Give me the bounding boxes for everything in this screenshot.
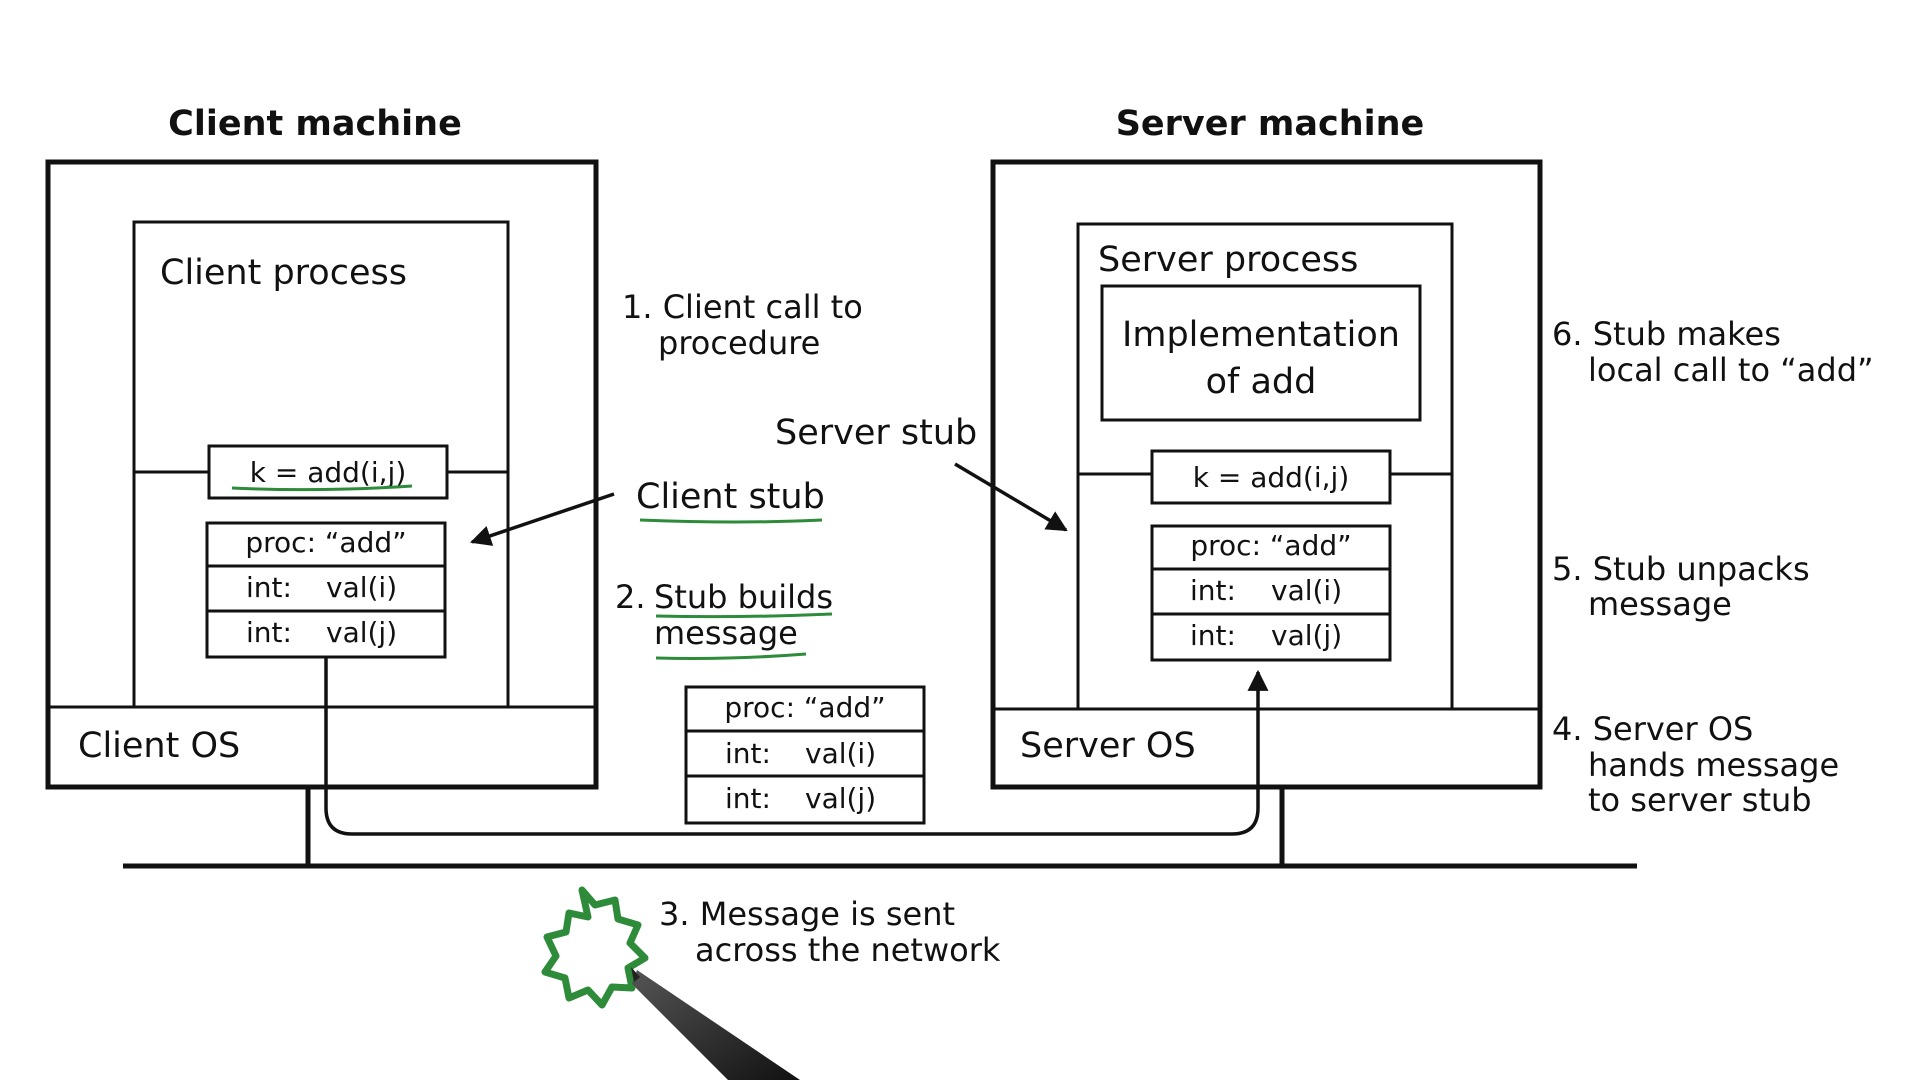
client-message-int-label-1: int:: [246, 571, 292, 604]
network-message-table: [684, 685, 926, 825]
step-5-line-1: 5. Stub unpacks: [1552, 550, 1810, 588]
step-4-line-1: 4. Server OS: [1552, 710, 1753, 748]
step-5-line-2: message: [1588, 585, 1732, 623]
server-os-label: Server OS: [1020, 726, 1196, 766]
server-message-int-label-1: int:: [1190, 574, 1236, 607]
server-machine-box: [990, 159, 1543, 790]
client-stub-label: Client stub: [636, 477, 825, 517]
implementation-line-1: Implementation: [1122, 315, 1400, 355]
network-message-val-i: val(i): [805, 737, 876, 770]
client-message-val-j: val(j): [326, 616, 397, 649]
message-path-arrow: [324, 657, 1269, 836]
step-4-line-3: to server stub: [1588, 781, 1812, 819]
server-message-table: [1150, 524, 1392, 662]
pen-icon: [632, 970, 800, 1080]
client-call-box: [207, 444, 449, 500]
step-6-line-2: local call to “add”: [1588, 351, 1874, 389]
client-machine-box: [45, 159, 599, 790]
server-message-val-i: val(i): [1271, 574, 1342, 607]
server-message-proc: proc: “add”: [1190, 529, 1351, 562]
network-message-int-label-2: int:: [725, 782, 771, 815]
client-call-text: k = add(i,j): [250, 456, 407, 489]
step-3-line-2: across the network: [695, 931, 1001, 969]
step-2-line-2: message: [654, 614, 798, 652]
step-1-line-2: procedure: [658, 324, 820, 362]
server-message-val-j: val(j): [1271, 619, 1342, 652]
server-message-int-label-2: int:: [1190, 619, 1236, 652]
client-process-label: Client process: [160, 253, 407, 293]
client-stub-highlight: [639, 518, 823, 524]
implementation-line-2: of add: [1206, 362, 1317, 402]
client-message-int-label-2: int:: [246, 616, 292, 649]
client-message-val-i: val(i): [326, 571, 397, 604]
server-stub-label: Server stub: [775, 413, 977, 453]
network-message-int-label-1: int:: [725, 737, 771, 770]
server-call-text: k = add(i,j): [1193, 461, 1350, 494]
step-2-number: 2.: [615, 578, 646, 616]
client-call-highlight: [231, 484, 413, 492]
step-2-highlight-2: [655, 652, 807, 660]
client-os-label: Client OS: [78, 726, 240, 766]
implementation-box: [1100, 284, 1422, 422]
server-stub-arrow: [954, 462, 1068, 532]
server-process-label: Server process: [1098, 240, 1358, 280]
client-stub-arrow: [470, 492, 615, 546]
server-machine-title: Server machine: [1116, 104, 1425, 144]
server-call-box: [1150, 449, 1392, 505]
pen-tip: [631, 967, 640, 982]
step-3-line-1: 3. Message is sent: [659, 895, 955, 933]
step-4-line-2: hands message: [1588, 746, 1839, 784]
network-message-val-j: val(j): [805, 782, 876, 815]
step-2-highlight-1: [655, 612, 833, 619]
client-machine-title: Client machine: [168, 104, 462, 144]
step-6-line-1: 6. Stub makes: [1552, 315, 1781, 353]
step-1-line-1: 1. Client call to: [622, 288, 863, 326]
client-message-proc: proc: “add”: [245, 526, 406, 559]
network-message-proc: proc: “add”: [724, 691, 885, 724]
step-2-line-1: Stub builds: [654, 578, 833, 616]
network-burst-icon: [541, 886, 649, 1009]
